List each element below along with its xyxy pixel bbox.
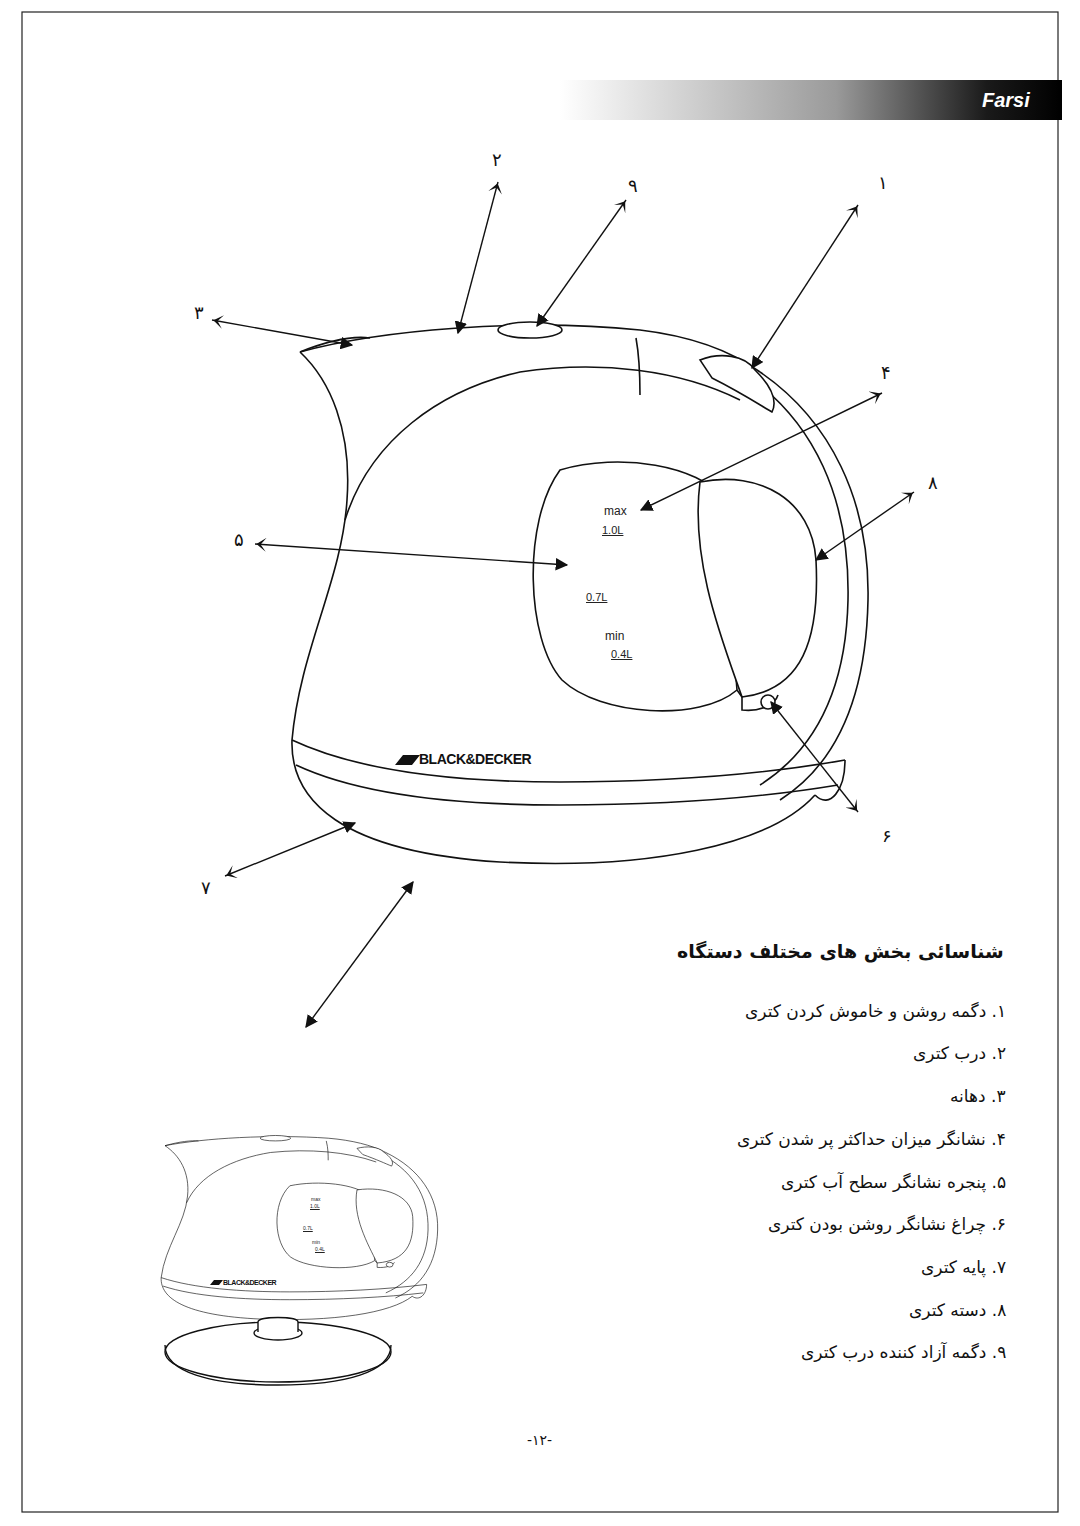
- level-mark: 0.4L: [315, 1247, 325, 1253]
- callout-number: ۵: [234, 530, 244, 551]
- level-mark: 1.0L: [310, 1204, 320, 1210]
- callout-number: ۱: [878, 173, 888, 194]
- section-heading: شناسائی بخش های مختلف دستگاه: [677, 941, 1004, 963]
- page-number: -۱۲-: [527, 1432, 552, 1448]
- part-list-item: ۳. دهانه: [950, 1087, 1006, 1107]
- level-mark: 1.0L: [602, 524, 623, 537]
- part-list-item: ۹. دگمه آزاد کننده درب کتری: [801, 1343, 1006, 1363]
- section-tab: Farsi: [982, 89, 1030, 112]
- level-mark: min: [312, 1240, 320, 1246]
- level-mark: 0.4L: [611, 648, 632, 661]
- callout-number: ۸: [928, 473, 938, 494]
- level-mark: max: [604, 505, 627, 519]
- callout-number: ۹: [628, 176, 638, 197]
- part-list-item: ۱. دگمه روشن و خاموش کردن کتری: [745, 1002, 1006, 1022]
- brand-logo: BLACK&DECKER: [223, 1279, 276, 1287]
- part-list-item: ۵. پنجره نشانگر سطح آب کتری: [781, 1173, 1006, 1193]
- callout-number: ۲: [492, 150, 502, 171]
- level-mark: min: [605, 630, 624, 644]
- brand-logo: BLACK&DECKER: [419, 751, 531, 767]
- callout-number: ۶: [882, 826, 892, 847]
- callout-number: ۴: [881, 363, 891, 384]
- part-list-item: ۶. چراغ نشانگر روشن بودن کتری: [768, 1215, 1006, 1235]
- callout-number: ۷: [201, 878, 211, 899]
- part-list-item: ۲. درب کتری: [913, 1044, 1006, 1064]
- part-list-item: ۸. دسته کتری: [909, 1301, 1006, 1321]
- part-list-item: ۴. نشانگر میزان حداکثر پر شدن کتری: [737, 1130, 1006, 1150]
- part-list-item: ۷. پایه کتری: [921, 1258, 1006, 1278]
- level-mark: 0.7L: [303, 1226, 313, 1232]
- level-mark: 0.7L: [586, 591, 607, 604]
- level-mark: max: [311, 1197, 320, 1203]
- callout-number: ۳: [194, 303, 204, 324]
